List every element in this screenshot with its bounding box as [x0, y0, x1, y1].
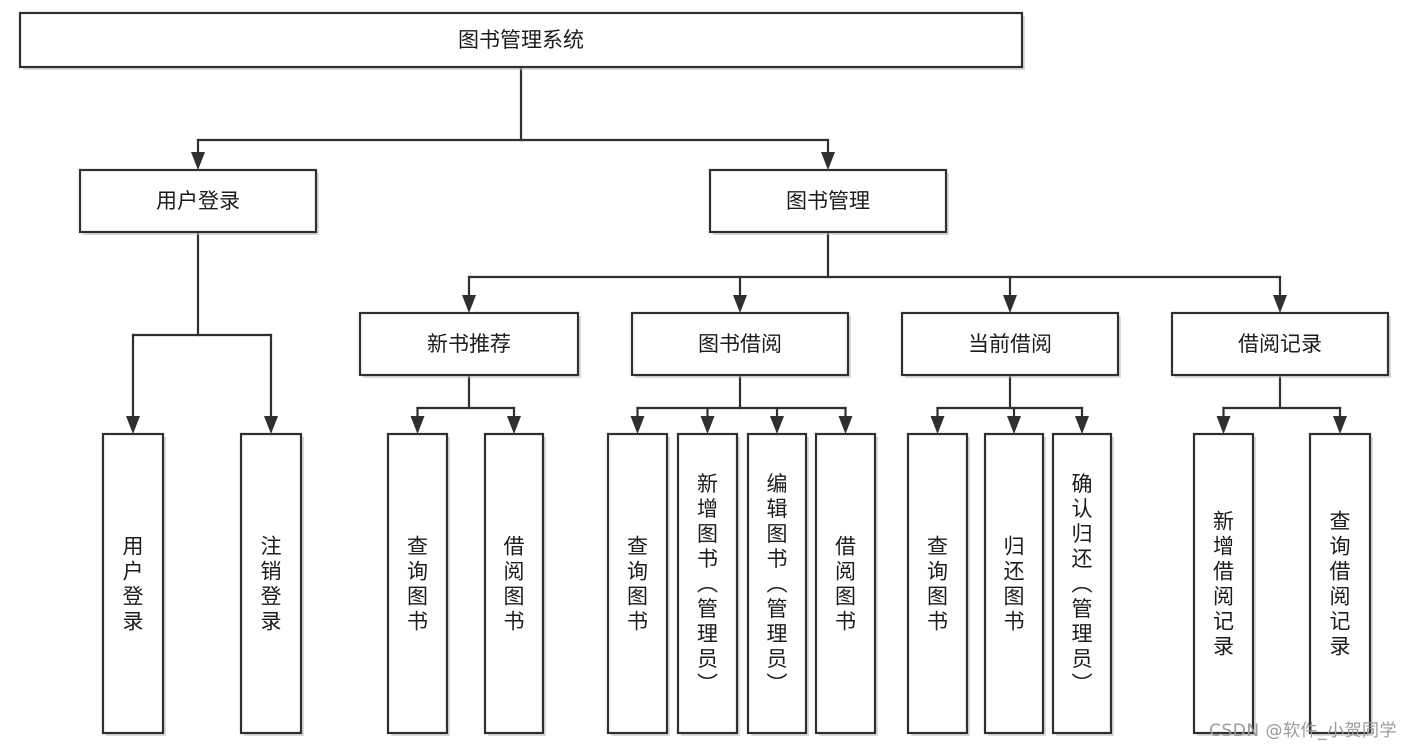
arrow-head: [930, 416, 945, 434]
node-rect[interactable]: [906, 432, 969, 735]
node-rect[interactable]: [18, 11, 1024, 69]
node-label: 用户登录: [123, 535, 144, 634]
node-leaf-6[interactable]: 编辑图书︵管理员︶: [746, 432, 809, 736]
node-leaf-4[interactable]: 查询图书: [606, 432, 670, 736]
arrow-head: [410, 416, 425, 434]
node-label: 查询图书: [407, 535, 428, 634]
node-level3-2[interactable]: 当前借阅: [900, 311, 1121, 378]
arrow-head: [1075, 416, 1089, 434]
node-rect[interactable]: [676, 432, 739, 735]
node-label: 用户登录: [156, 189, 240, 213]
node-layer: 图书管理系统用户登录图书管理新书推荐图书借阅当前借阅借阅记录用户登录注销登录查询…: [18, 11, 1391, 736]
arrow-head: [700, 416, 715, 434]
node-rect[interactable]: [746, 432, 808, 735]
node-label: 借阅记录: [1238, 332, 1322, 356]
node-label: 新增图书︵管理员︶: [697, 472, 718, 696]
node-leaf-1[interactable]: 注销登录: [239, 432, 304, 736]
node-label: 注销登录: [261, 535, 282, 634]
node-leaf-2[interactable]: 查询图书: [386, 432, 450, 736]
node-leaf-7[interactable]: 借阅图书: [814, 432, 878, 736]
node-label: 借阅图书: [835, 535, 856, 634]
node-rect[interactable]: [814, 432, 877, 735]
node-rect[interactable]: [1051, 432, 1113, 735]
node-label: 新书推荐: [427, 332, 511, 356]
node-rect[interactable]: [983, 432, 1045, 735]
arrow-head: [1003, 295, 1017, 313]
node-leaf-11[interactable]: 新增借阅记录: [1192, 432, 1256, 736]
node-root-图书管理系统[interactable]: 图书管理系统: [18, 11, 1025, 70]
arrow-head: [1007, 416, 1021, 434]
arrow-head: [770, 416, 784, 434]
arrow-head: [630, 416, 645, 434]
node-level3-1[interactable]: 图书借阅: [630, 311, 851, 378]
node-leaf-9[interactable]: 归还图书: [983, 432, 1046, 736]
node-rect[interactable]: [239, 432, 303, 735]
arrow-head: [507, 416, 521, 434]
node-rect[interactable]: [1192, 432, 1255, 735]
connector-layer: [126, 65, 1347, 434]
node-leaf-8[interactable]: 查询图书: [906, 432, 970, 736]
node-level2-1[interactable]: 图书管理: [708, 168, 949, 235]
arrow-head: [838, 416, 853, 434]
node-label: 查询图书: [627, 535, 648, 634]
node-rect[interactable]: [900, 311, 1120, 377]
node-rect[interactable]: [1170, 311, 1390, 377]
arrow-head: [821, 152, 835, 170]
node-label: 图书管理系统: [458, 28, 584, 52]
node-rect[interactable]: [708, 168, 948, 234]
arrow-head: [264, 416, 278, 434]
node-level3-3[interactable]: 借阅记录: [1170, 311, 1391, 378]
node-label: 归还图书: [1004, 535, 1025, 634]
arrow-head: [1216, 416, 1231, 434]
node-label: 编辑图书︵管理员︶: [767, 472, 788, 696]
node-label: 确认归还︵管理员︶: [1072, 472, 1093, 696]
node-label: 图书借阅: [698, 332, 782, 356]
node-leaf-10[interactable]: 确认归还︵管理员︶: [1051, 432, 1114, 736]
node-rect[interactable]: [358, 311, 580, 377]
arrow-head: [126, 416, 140, 434]
node-label: 当前借阅: [968, 332, 1052, 356]
node-rect[interactable]: [386, 432, 449, 735]
node-rect[interactable]: [483, 432, 545, 735]
node-leaf-3[interactable]: 借阅图书: [483, 432, 546, 736]
node-label: 查询借阅记录: [1330, 510, 1351, 659]
node-label: 新增借阅记录: [1213, 510, 1234, 659]
node-rect[interactable]: [1308, 432, 1372, 735]
node-label: 查询图书: [927, 535, 948, 634]
node-rect[interactable]: [101, 432, 165, 735]
node-rect[interactable]: [606, 432, 669, 735]
node-rect[interactable]: [78, 168, 318, 234]
node-rect[interactable]: [630, 311, 850, 377]
arrow-head: [462, 295, 476, 313]
node-level3-0[interactable]: 新书推荐: [358, 311, 581, 378]
node-leaf-5[interactable]: 新增图书︵管理员︶: [676, 432, 740, 736]
node-label: 借阅图书: [504, 535, 525, 634]
node-leaf-0[interactable]: 用户登录: [101, 432, 166, 736]
arrow-head: [733, 295, 747, 313]
node-leaf-12[interactable]: 查询借阅记录: [1308, 432, 1373, 736]
node-level2-0[interactable]: 用户登录: [78, 168, 319, 235]
node-label: 图书管理: [786, 189, 870, 213]
arrow-head: [191, 152, 205, 170]
arrow-head: [1273, 295, 1287, 313]
arrow-head: [1333, 416, 1347, 434]
